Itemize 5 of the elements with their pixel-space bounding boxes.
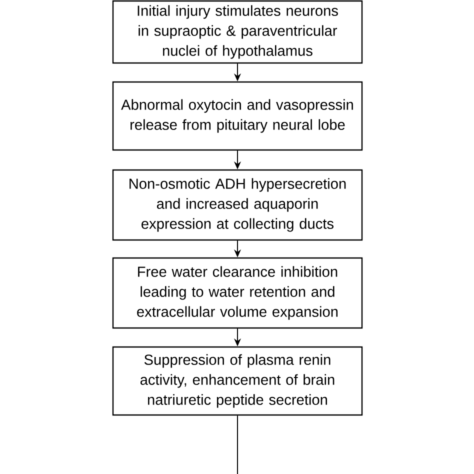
process-box: Non-osmotic ADH hypersecretion and increased aquaporin expression at collecting ducts <box>112 169 363 241</box>
process-box: Initial injury stimulates neurons in supraoptic & paraventricular nuclei of hypothalamus <box>112 0 363 64</box>
process-box: Suppression of plasma renin activity, enhancement of brain natriuretic peptide secretion <box>112 346 363 416</box>
process-box: Abnormal oxytocin and vasopressin release from pituitary neural lobe <box>112 81 363 151</box>
process-box: Free water clearance inhibition leading to water retention and extracellular volume expansion <box>112 257 363 329</box>
